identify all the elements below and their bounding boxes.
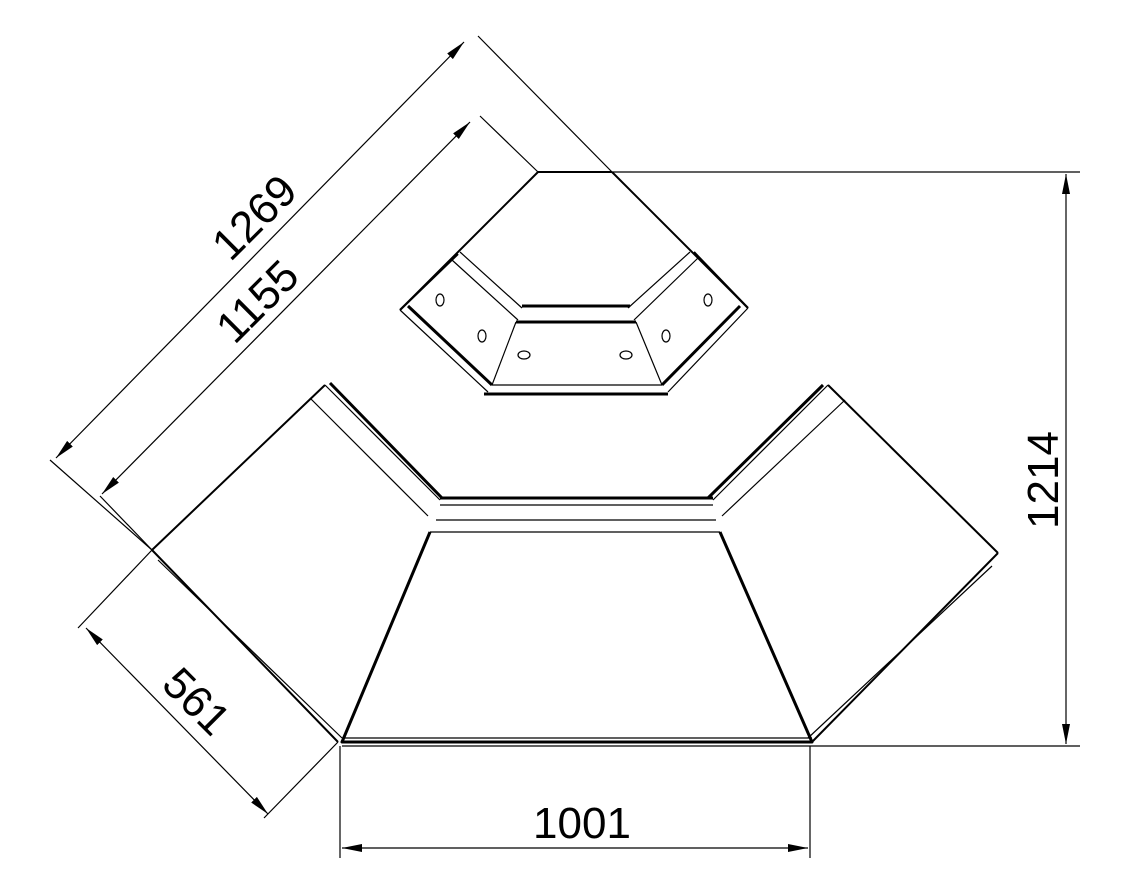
mount-hole <box>477 329 487 343</box>
dimension-outer-diagonal: 1269 <box>49 35 613 551</box>
mount-hole <box>435 293 445 307</box>
side-depth-label: 561 <box>153 658 240 745</box>
front-width-label: 1001 <box>533 799 631 848</box>
dimension-inner-diagonal: 1155 <box>99 115 539 551</box>
height-label: 1214 <box>1019 431 1068 529</box>
dimension-height: 1214 <box>612 171 1080 747</box>
mount-hole <box>619 350 633 360</box>
dimension-side-depth: 561 <box>77 549 339 819</box>
upper-shelf <box>399 251 749 396</box>
mount-hole <box>517 350 531 360</box>
dimension-front-width: 1001 <box>339 746 811 858</box>
mount-hole <box>661 329 671 343</box>
mount-hole <box>703 293 713 307</box>
